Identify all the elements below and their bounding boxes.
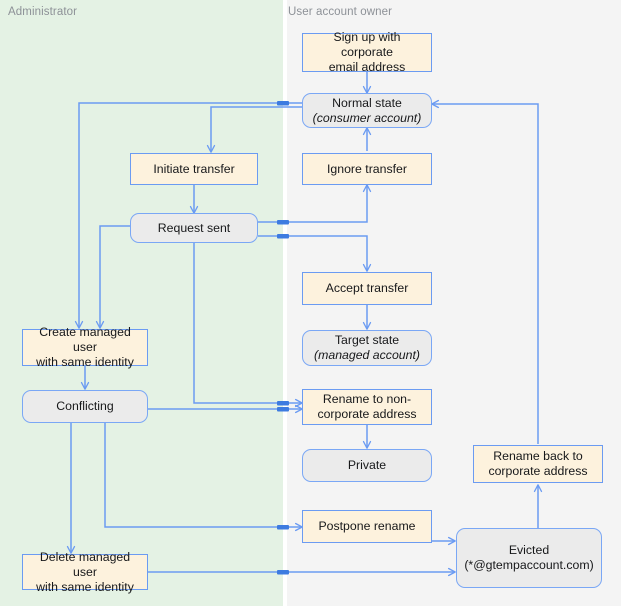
swimlane-administrator xyxy=(0,0,283,606)
crossing-marker xyxy=(277,401,289,406)
node-normal-state[interactable]: Normal state (consumer account) xyxy=(302,93,432,128)
edge-request-to-renamenon xyxy=(193,243,303,408)
node-label-line: Delete managed user xyxy=(39,549,131,579)
node-label-line: Evicted xyxy=(508,543,550,557)
crossing-marker xyxy=(277,220,289,225)
node-conflicting[interactable]: Conflicting xyxy=(22,390,148,423)
node-sign-up-with-corporate-email-address[interactable]: Sign up with corporate email address xyxy=(302,30,432,74)
swimlane-label-administrator: Administrator xyxy=(8,6,78,18)
edge-renameback-to-normal xyxy=(431,99,539,444)
node-label-line: corporate address xyxy=(488,464,588,478)
node-sublabel: (managed account) xyxy=(314,348,420,362)
node-label-line: Ignore transfer xyxy=(327,161,407,176)
node-request-sent[interactable]: Request sent xyxy=(130,213,258,243)
lane-crossing-markers xyxy=(277,101,289,575)
node-postpone-rename[interactable]: Postpone rename xyxy=(302,510,432,543)
edge-normal-to-initiate xyxy=(206,106,302,153)
node-label-line: with same identity xyxy=(36,355,134,369)
node-label-line: Create managed user xyxy=(39,325,131,354)
node-label-line: Initiate transfer xyxy=(153,161,235,176)
swimlane-label-user-account-owner: User account owner xyxy=(288,6,393,18)
node-accept-transfer[interactable]: Accept transfer xyxy=(302,272,432,305)
node-label-line: Target state xyxy=(334,333,400,347)
edge-request-to-createuser xyxy=(95,225,130,329)
node-sublabel: (*@gtempaccount.com) xyxy=(464,558,594,572)
node-create-managed-user-with-same-identity[interactable]: Create managed user with same identity xyxy=(22,325,148,369)
node-label-line: Request sent xyxy=(157,220,231,235)
crossing-marker xyxy=(277,570,289,575)
crossing-marker xyxy=(277,234,289,239)
node-label-line: email address xyxy=(328,60,406,74)
node-label-line: Accept transfer xyxy=(325,281,409,295)
node-initiate-transfer[interactable]: Initiate transfer xyxy=(130,153,258,185)
node-label-line: Postpone rename xyxy=(318,519,416,533)
node-label-line: Rename back to xyxy=(493,449,583,463)
node-label-line: Private xyxy=(347,458,387,472)
node-label-line: with same identity xyxy=(36,579,134,594)
edge-normal-to-createuser xyxy=(74,102,302,329)
crossing-marker xyxy=(277,101,289,106)
node-delete-managed-user-with-same-identity[interactable]: Delete managed user with same identity xyxy=(22,550,148,594)
node-rename-back-to-corporate-address[interactable]: Rename back to corporate address xyxy=(473,445,603,483)
crossing-marker xyxy=(277,525,289,530)
edge-request-to-accept xyxy=(258,235,372,272)
edge-request-to-ignore xyxy=(258,184,372,223)
node-rename-to-non-corporate-address[interactable]: Rename to non- corporate address xyxy=(302,389,432,425)
crossing-marker xyxy=(277,407,289,412)
node-label-line: corporate address xyxy=(317,407,417,421)
node-label-line: Normal state xyxy=(332,95,402,110)
node-label-line: Conflicting xyxy=(56,399,114,413)
node-target-state[interactable]: Target state (managed account) xyxy=(302,330,432,366)
edge-conflicting-to-postpone xyxy=(104,423,303,532)
node-private[interactable]: Private xyxy=(302,449,432,482)
node-label-line: Sign up with corporate xyxy=(333,30,401,59)
node-label-line: Rename to non- xyxy=(322,392,412,406)
node-ignore-transfer[interactable]: Ignore transfer xyxy=(302,153,432,185)
node-sublabel: (consumer account) xyxy=(312,110,422,125)
node-evicted[interactable]: Evicted (*@gtempaccount.com) xyxy=(456,528,602,588)
